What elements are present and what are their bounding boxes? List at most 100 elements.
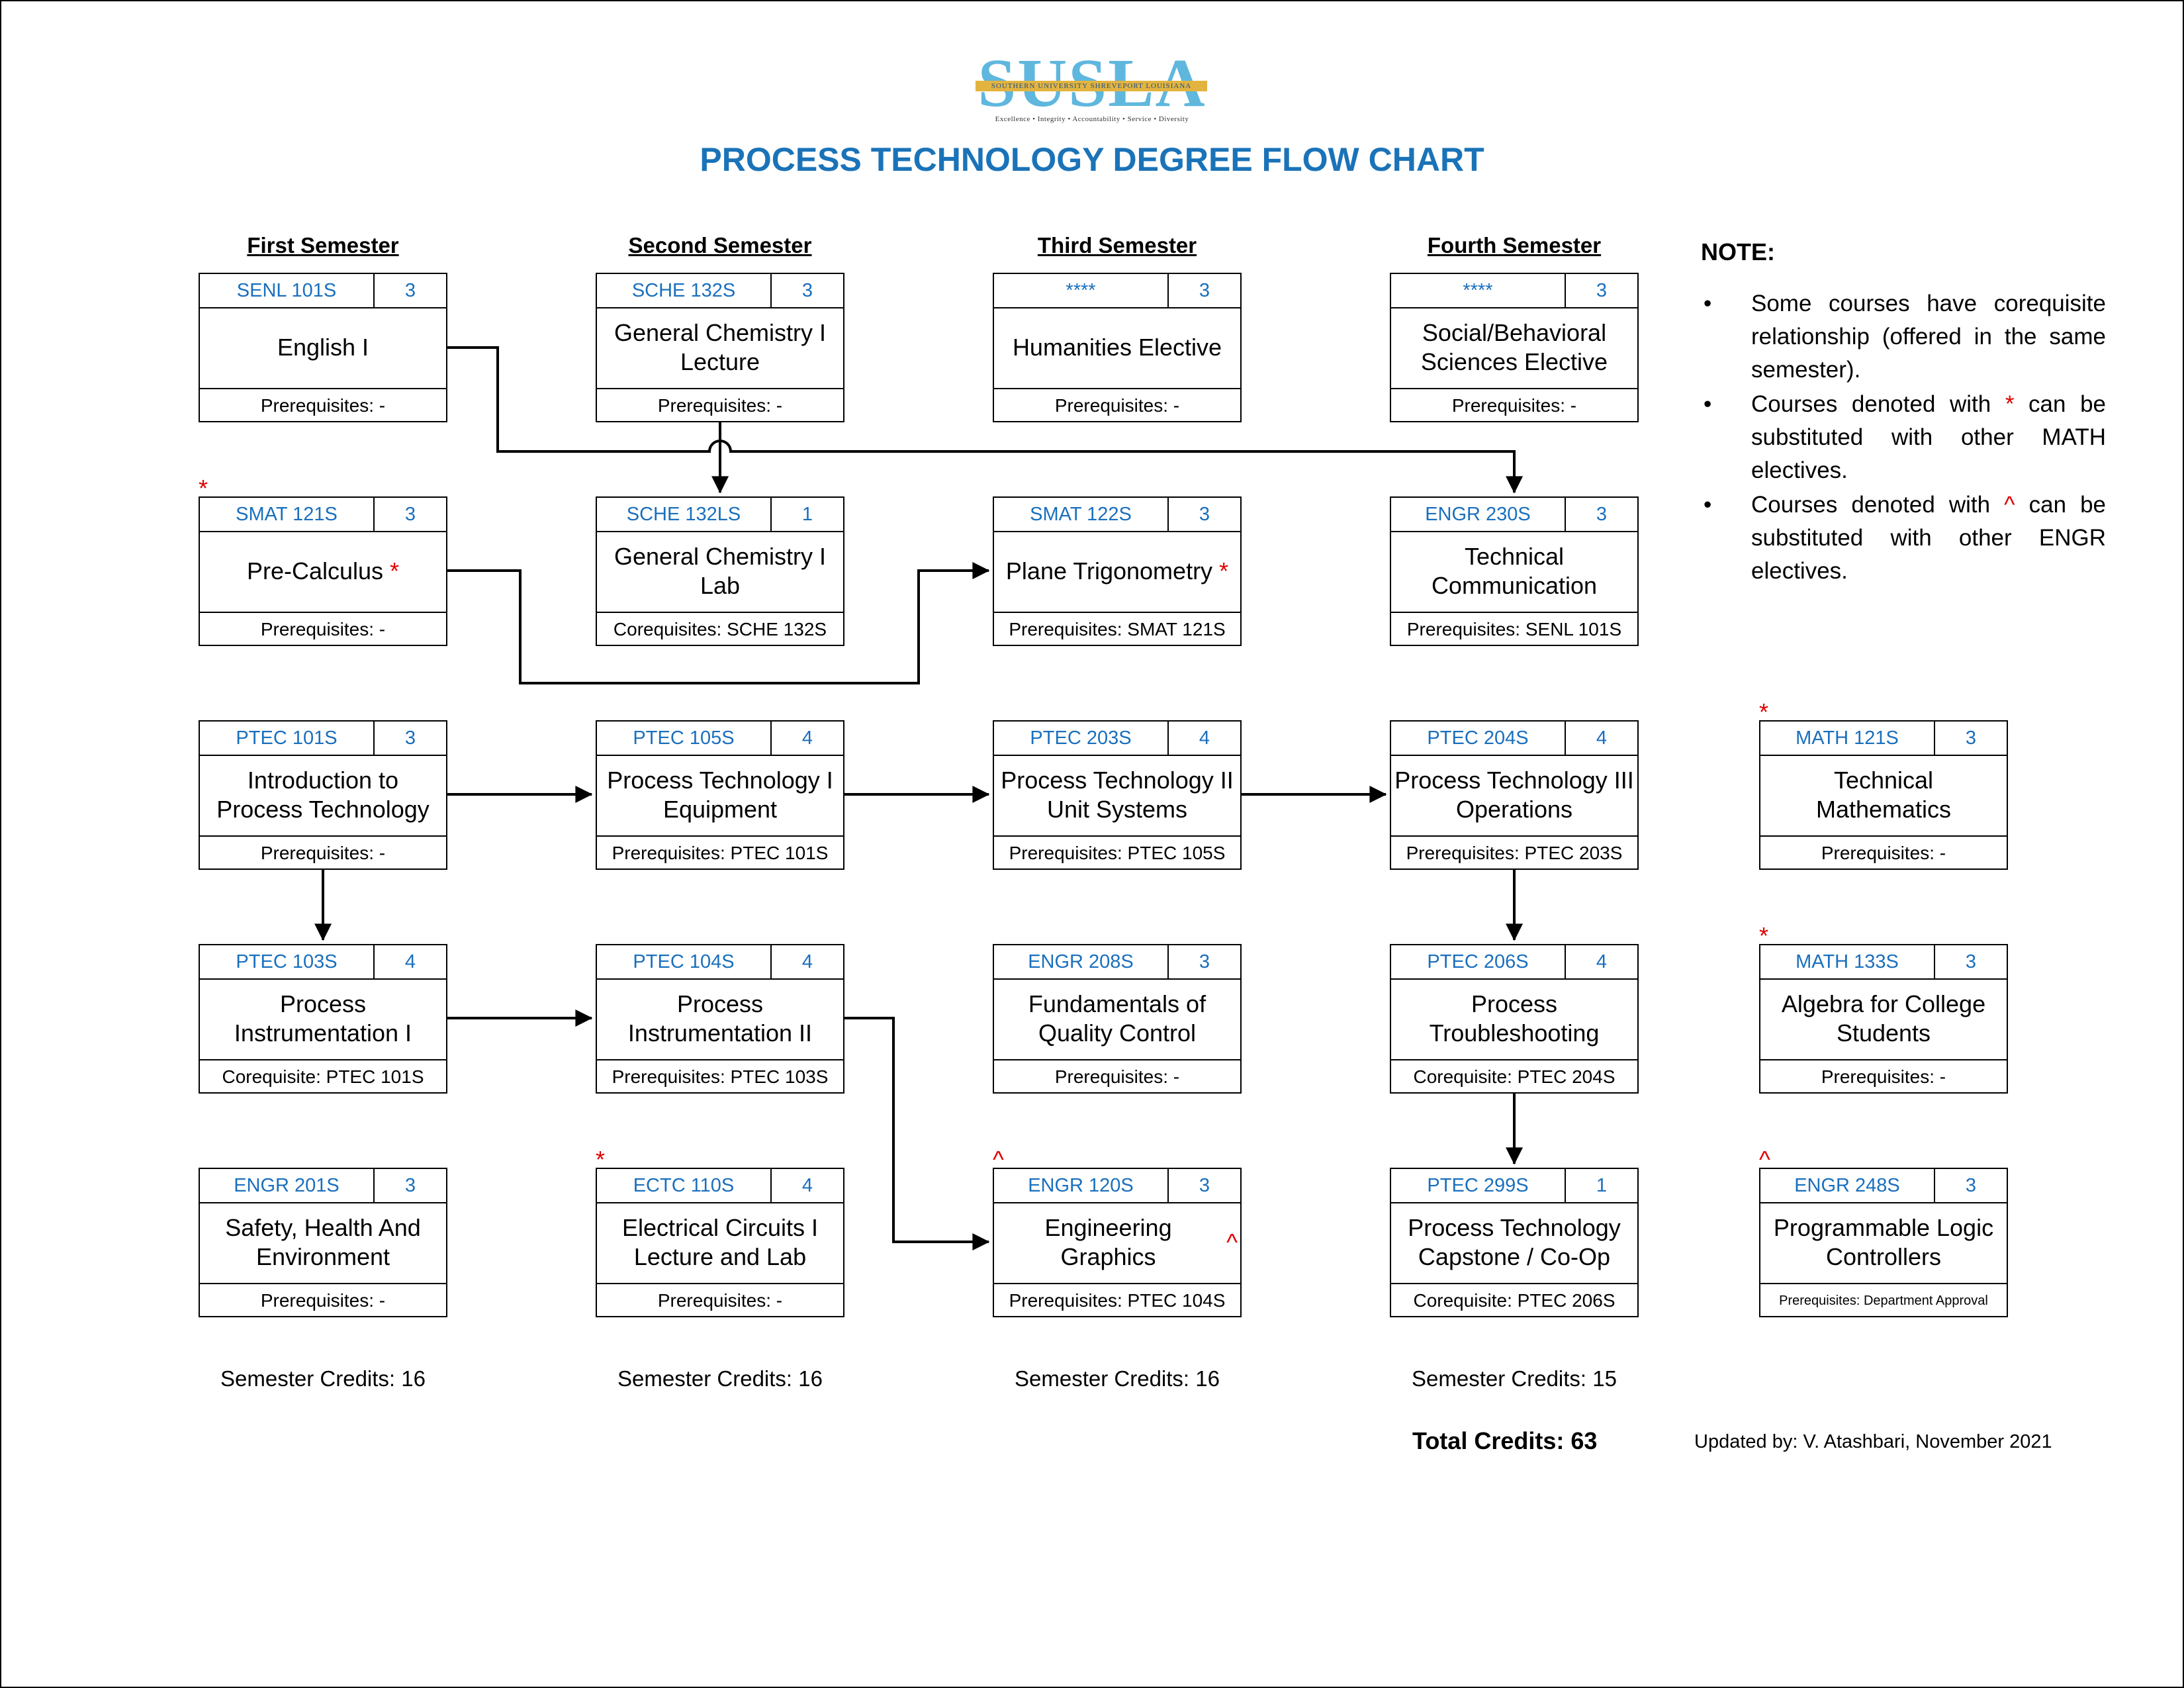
course-requisite: Corequisite: PTEC 206S: [1391, 1283, 1637, 1317]
course-requisite: Prerequisites: -: [1760, 835, 2007, 870]
course-requisite: Prerequisites: PTEC 103S: [597, 1059, 843, 1094]
course-code: PTEC 101S: [200, 722, 375, 756]
bullet-icon: •: [1704, 291, 1712, 316]
course-name: Technical Communication: [1431, 543, 1598, 599]
course-credits: 4: [1566, 722, 1637, 756]
course-smat-122s: SMAT 122S 3 Plane Trigonometry * Prerequ…: [993, 496, 1242, 646]
course-code: PTEC 206S: [1391, 945, 1566, 980]
course-requisite: Prerequisites: -: [1391, 388, 1637, 422]
note-item: • Courses denoted with * can be substitu…: [1701, 388, 2106, 487]
course-ptec-105s: PTEC 105S 4 Process Technology I Equipme…: [596, 720, 844, 870]
course-code: PTEC 203S: [994, 722, 1169, 756]
page-title: PROCESS TECHNOLOGY DEGREE FLOW CHART: [700, 141, 1484, 178]
course-credits: 3: [1935, 722, 2007, 756]
semester-header-4: Fourth Semester: [1427, 233, 1602, 258]
updated-by: Updated by: V. Atashbari, November 2021: [1694, 1431, 2052, 1452]
logo-band: SOUTHERN UNIVERSITY SHREVEPORT LOUISIANA: [976, 81, 1207, 91]
semester-header-1: First Semester: [247, 233, 399, 258]
course-requisite: Corequisite: PTEC 101S: [200, 1059, 446, 1094]
bullet-icon: •: [1704, 492, 1712, 518]
course-ptec-104s: PTEC 104S 4 Process Instrumentation II P…: [596, 944, 844, 1094]
engr-substitution-mark: ^: [993, 1146, 1004, 1173]
math-substitution-mark: *: [199, 475, 208, 502]
course-name: Process Troubleshooting: [1429, 990, 1600, 1047]
course-code: SMAT 121S: [200, 498, 375, 532]
course-ptec-101s: PTEC 101S 3 Introduction to Process Tech…: [199, 720, 447, 870]
engr-substitution-mark: ^: [1226, 1229, 1238, 1256]
logo-tagline: Excellence • Integrity • Accountability …: [995, 115, 1189, 123]
course-name: Electrical Circuits I Lecture and Lab: [621, 1214, 819, 1270]
course-credits: 4: [772, 945, 843, 980]
math-substitution-mark: *: [1759, 922, 1769, 949]
course-name: Humanities Elective: [1012, 334, 1222, 361]
engr-substitution-mark: ^: [2004, 492, 2015, 518]
total-credits: Total Credits: 63: [1412, 1427, 1598, 1454]
math-substitution-mark: *: [390, 557, 400, 585]
course-math-121s: MATH 121S 3 Technical Mathematics Prereq…: [1759, 720, 2008, 870]
course-code: SMAT 122S: [994, 498, 1169, 532]
semester-credits-1: Semester Credits: 16: [220, 1366, 426, 1391]
course-name: Fundamentals of Quality Control: [1028, 990, 1206, 1047]
course-engr-230s: ENGR 230S 3 Technical Communication Prer…: [1390, 496, 1639, 646]
course-code: ****: [1391, 274, 1566, 308]
course-social-behavioral-elective: **** 3 Social/Behavioral Sciences Electi…: [1390, 273, 1639, 422]
course-humanities-elective: **** 3 Humanities Elective Prerequisites…: [993, 273, 1242, 422]
course-credits: 3: [1169, 1169, 1240, 1203]
course-name: Algebra for College Students: [1781, 990, 1986, 1047]
course-engr-248s: ENGR 248S 3 Programmable Logic Controlle…: [1759, 1168, 2008, 1317]
course-name: Process Technology I Equipment: [607, 767, 833, 823]
course-requisite: Prerequisites: -: [200, 1283, 446, 1317]
semester-credits-3: Semester Credits: 16: [1015, 1366, 1220, 1391]
course-name: Process Technology III Operations: [1394, 767, 1634, 823]
course-credits: 1: [772, 498, 843, 532]
math-substitution-mark: *: [1759, 698, 1769, 726]
course-code: SCHE 132S: [597, 274, 772, 308]
course-engr-120s: ENGR 120S 3 Engineering Graphics ^ Prere…: [993, 1168, 1242, 1317]
course-code: ****: [994, 274, 1169, 308]
course-requisite: Prerequisites: PTEC 105S: [994, 835, 1240, 870]
course-engr-208s: ENGR 208S 3 Fundamentals of Quality Cont…: [993, 944, 1242, 1094]
course-name: Programmable Logic Controllers: [1773, 1214, 1994, 1270]
course-ptec-203s: PTEC 203S 4 Process Technology II Unit S…: [993, 720, 1242, 870]
course-requisite: Prerequisites: -: [994, 1059, 1240, 1094]
course-credits: 3: [1169, 498, 1240, 532]
note-item: • Courses denoted with ^ can be substitu…: [1701, 489, 2106, 588]
course-requisite: Prerequisites: PTEC 101S: [597, 835, 843, 870]
course-credits: 1: [1566, 1169, 1637, 1203]
course-code: PTEC 105S: [597, 722, 772, 756]
engr-substitution-mark: ^: [1759, 1146, 1770, 1173]
course-credits: 3: [1169, 945, 1240, 980]
course-requisite: Prerequisites: -: [200, 612, 446, 646]
course-name: Introduction to Process Technology: [216, 767, 430, 823]
course-code: ENGR 248S: [1760, 1169, 1935, 1203]
course-name: Technical Mathematics: [1815, 767, 1952, 823]
course-requisite: Prerequisites: -: [994, 388, 1240, 422]
course-name: Process Technology II Unit Systems: [1001, 767, 1234, 823]
course-credits: 4: [1169, 722, 1240, 756]
course-math-133s: MATH 133S 3 Algebra for College Students…: [1759, 944, 2008, 1094]
math-substitution-mark: *: [596, 1146, 606, 1173]
course-code: PTEC 103S: [200, 945, 375, 980]
course-credits: 4: [772, 722, 843, 756]
course-engr-201s: ENGR 201S 3 Safety, Health And Environme…: [199, 1168, 447, 1317]
course-name: General Chemistry I Lab: [614, 543, 827, 599]
course-requisite: Prerequisites: -: [1760, 1059, 2007, 1094]
course-sche-132s: SCHE 132S 3 General Chemistry I Lecture …: [596, 273, 844, 422]
course-code: ENGR 230S: [1391, 498, 1566, 532]
course-name: Process Instrumentation I: [234, 990, 412, 1047]
math-substitution-mark: *: [2005, 391, 2015, 417]
course-requisite: Prerequisites: -: [597, 1283, 843, 1317]
note-list: • Some courses have corequisite relation…: [1701, 287, 2106, 589]
course-credits: 3: [375, 722, 446, 756]
semester-header-3: Third Semester: [1037, 233, 1197, 258]
course-credits: 3: [375, 498, 446, 532]
course-requisite: Prerequisites: SMAT 121S: [994, 612, 1240, 646]
course-ptec-204s: PTEC 204S 4 Process Technology III Opera…: [1390, 720, 1639, 870]
course-credits: 3: [1169, 274, 1240, 308]
course-credits: 4: [772, 1169, 843, 1203]
semester-header-2: Second Semester: [628, 233, 812, 258]
course-code: ENGR 208S: [994, 945, 1169, 980]
course-code: SCHE 132LS: [597, 498, 772, 532]
